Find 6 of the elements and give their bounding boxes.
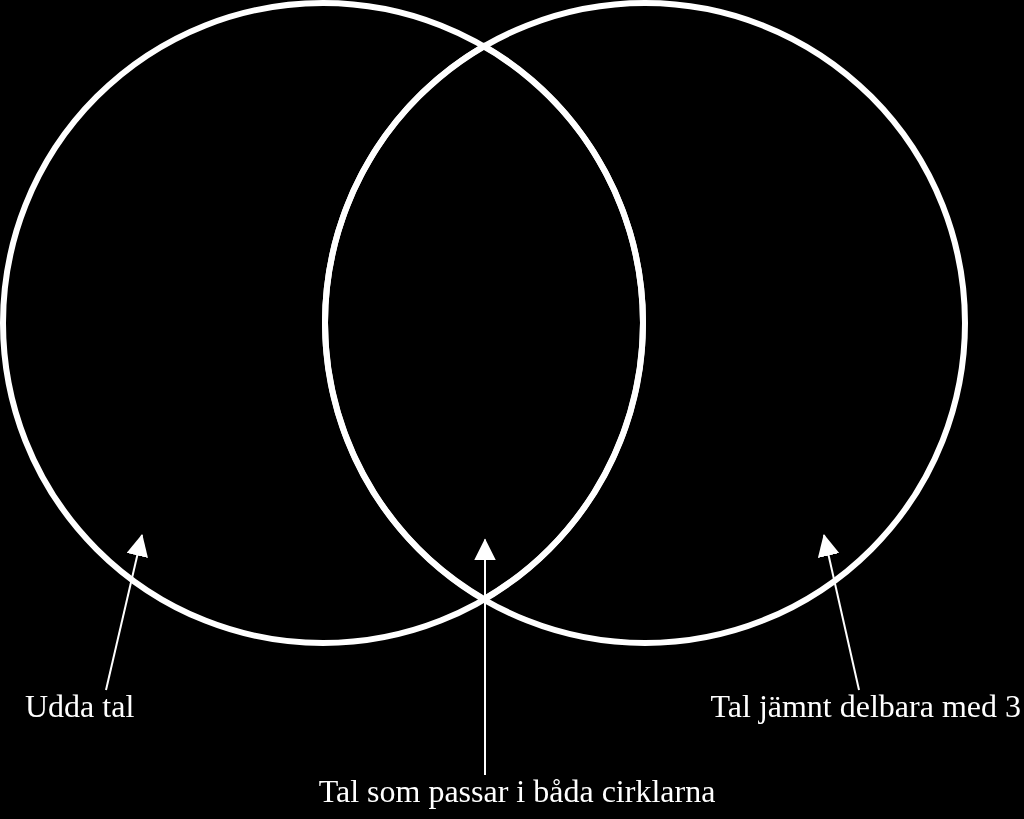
set-label: Tal jämnt delbara med 3	[710, 690, 1021, 724]
set-label: Tal som passar i båda cirklarna	[318, 775, 716, 809]
leader-arrow	[105, 534, 148, 691]
set-label: Udda tal	[25, 690, 135, 724]
leader-arrow	[474, 538, 496, 776]
leader-arrow	[817, 534, 860, 691]
